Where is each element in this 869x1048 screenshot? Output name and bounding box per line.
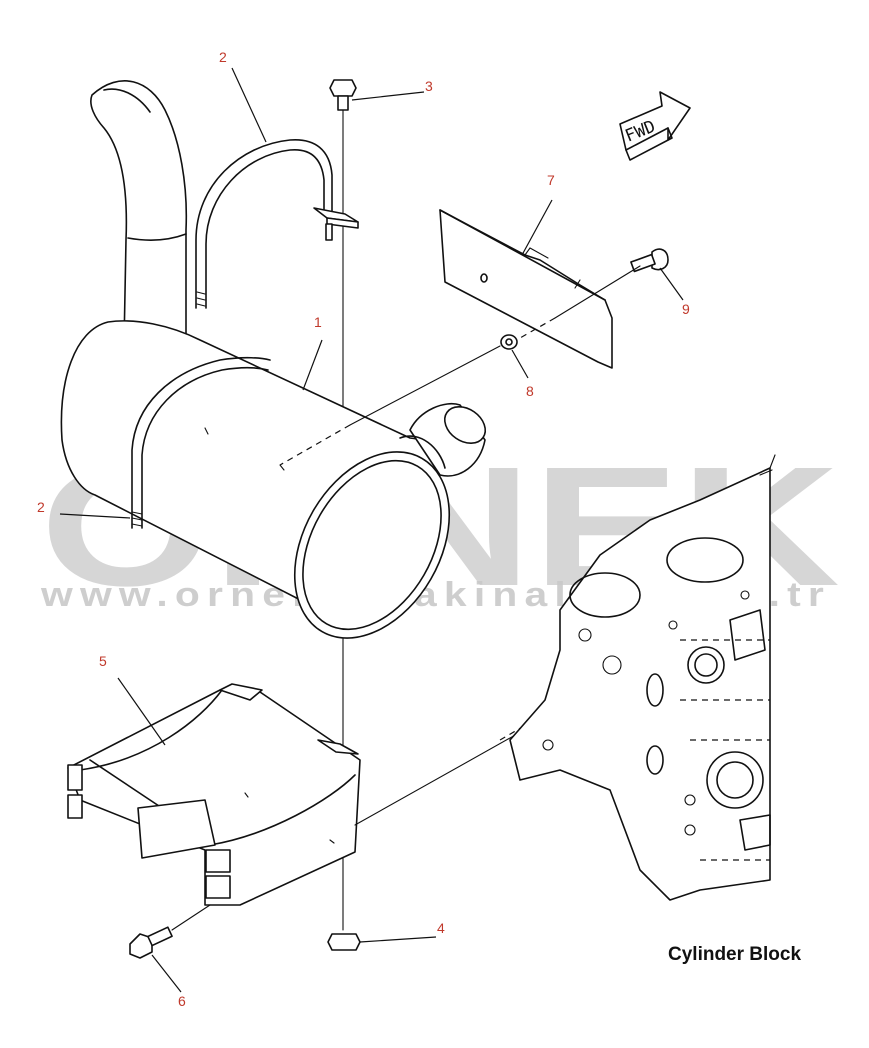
cylinder-block-label: Cylinder Block bbox=[668, 944, 801, 965]
bolt-bottom-left bbox=[129, 904, 211, 959]
fwd-direction-sign: FWD bbox=[619, 91, 691, 161]
nut-bottom bbox=[327, 933, 361, 951]
cylinder-block bbox=[509, 454, 776, 901]
callout-6: 6 bbox=[178, 993, 186, 1009]
shield-mount-lines bbox=[279, 265, 641, 466]
callout-2-upper: 2 bbox=[219, 49, 227, 65]
callout-5: 5 bbox=[99, 653, 107, 669]
callout-leaders bbox=[59, 67, 684, 993]
muffler-bracket bbox=[67, 664, 641, 906]
callout-3: 3 bbox=[425, 78, 433, 94]
washer-right bbox=[500, 334, 518, 350]
muffler bbox=[60, 320, 487, 639]
u-bolt-lower bbox=[131, 356, 271, 529]
callout-8: 8 bbox=[526, 383, 534, 399]
callout-9: 9 bbox=[682, 301, 690, 317]
callout-4: 4 bbox=[437, 920, 445, 936]
heat-shield-cover bbox=[439, 209, 613, 369]
callout-7: 7 bbox=[547, 172, 555, 188]
callout-numbers: 2 3 7 1 9 8 2 5 4 6 bbox=[37, 49, 690, 1009]
callout-2-lower: 2 bbox=[37, 499, 45, 515]
callout-1: 1 bbox=[314, 314, 322, 330]
u-bolt-upper bbox=[195, 139, 359, 309]
bolt-top bbox=[329, 79, 357, 111]
